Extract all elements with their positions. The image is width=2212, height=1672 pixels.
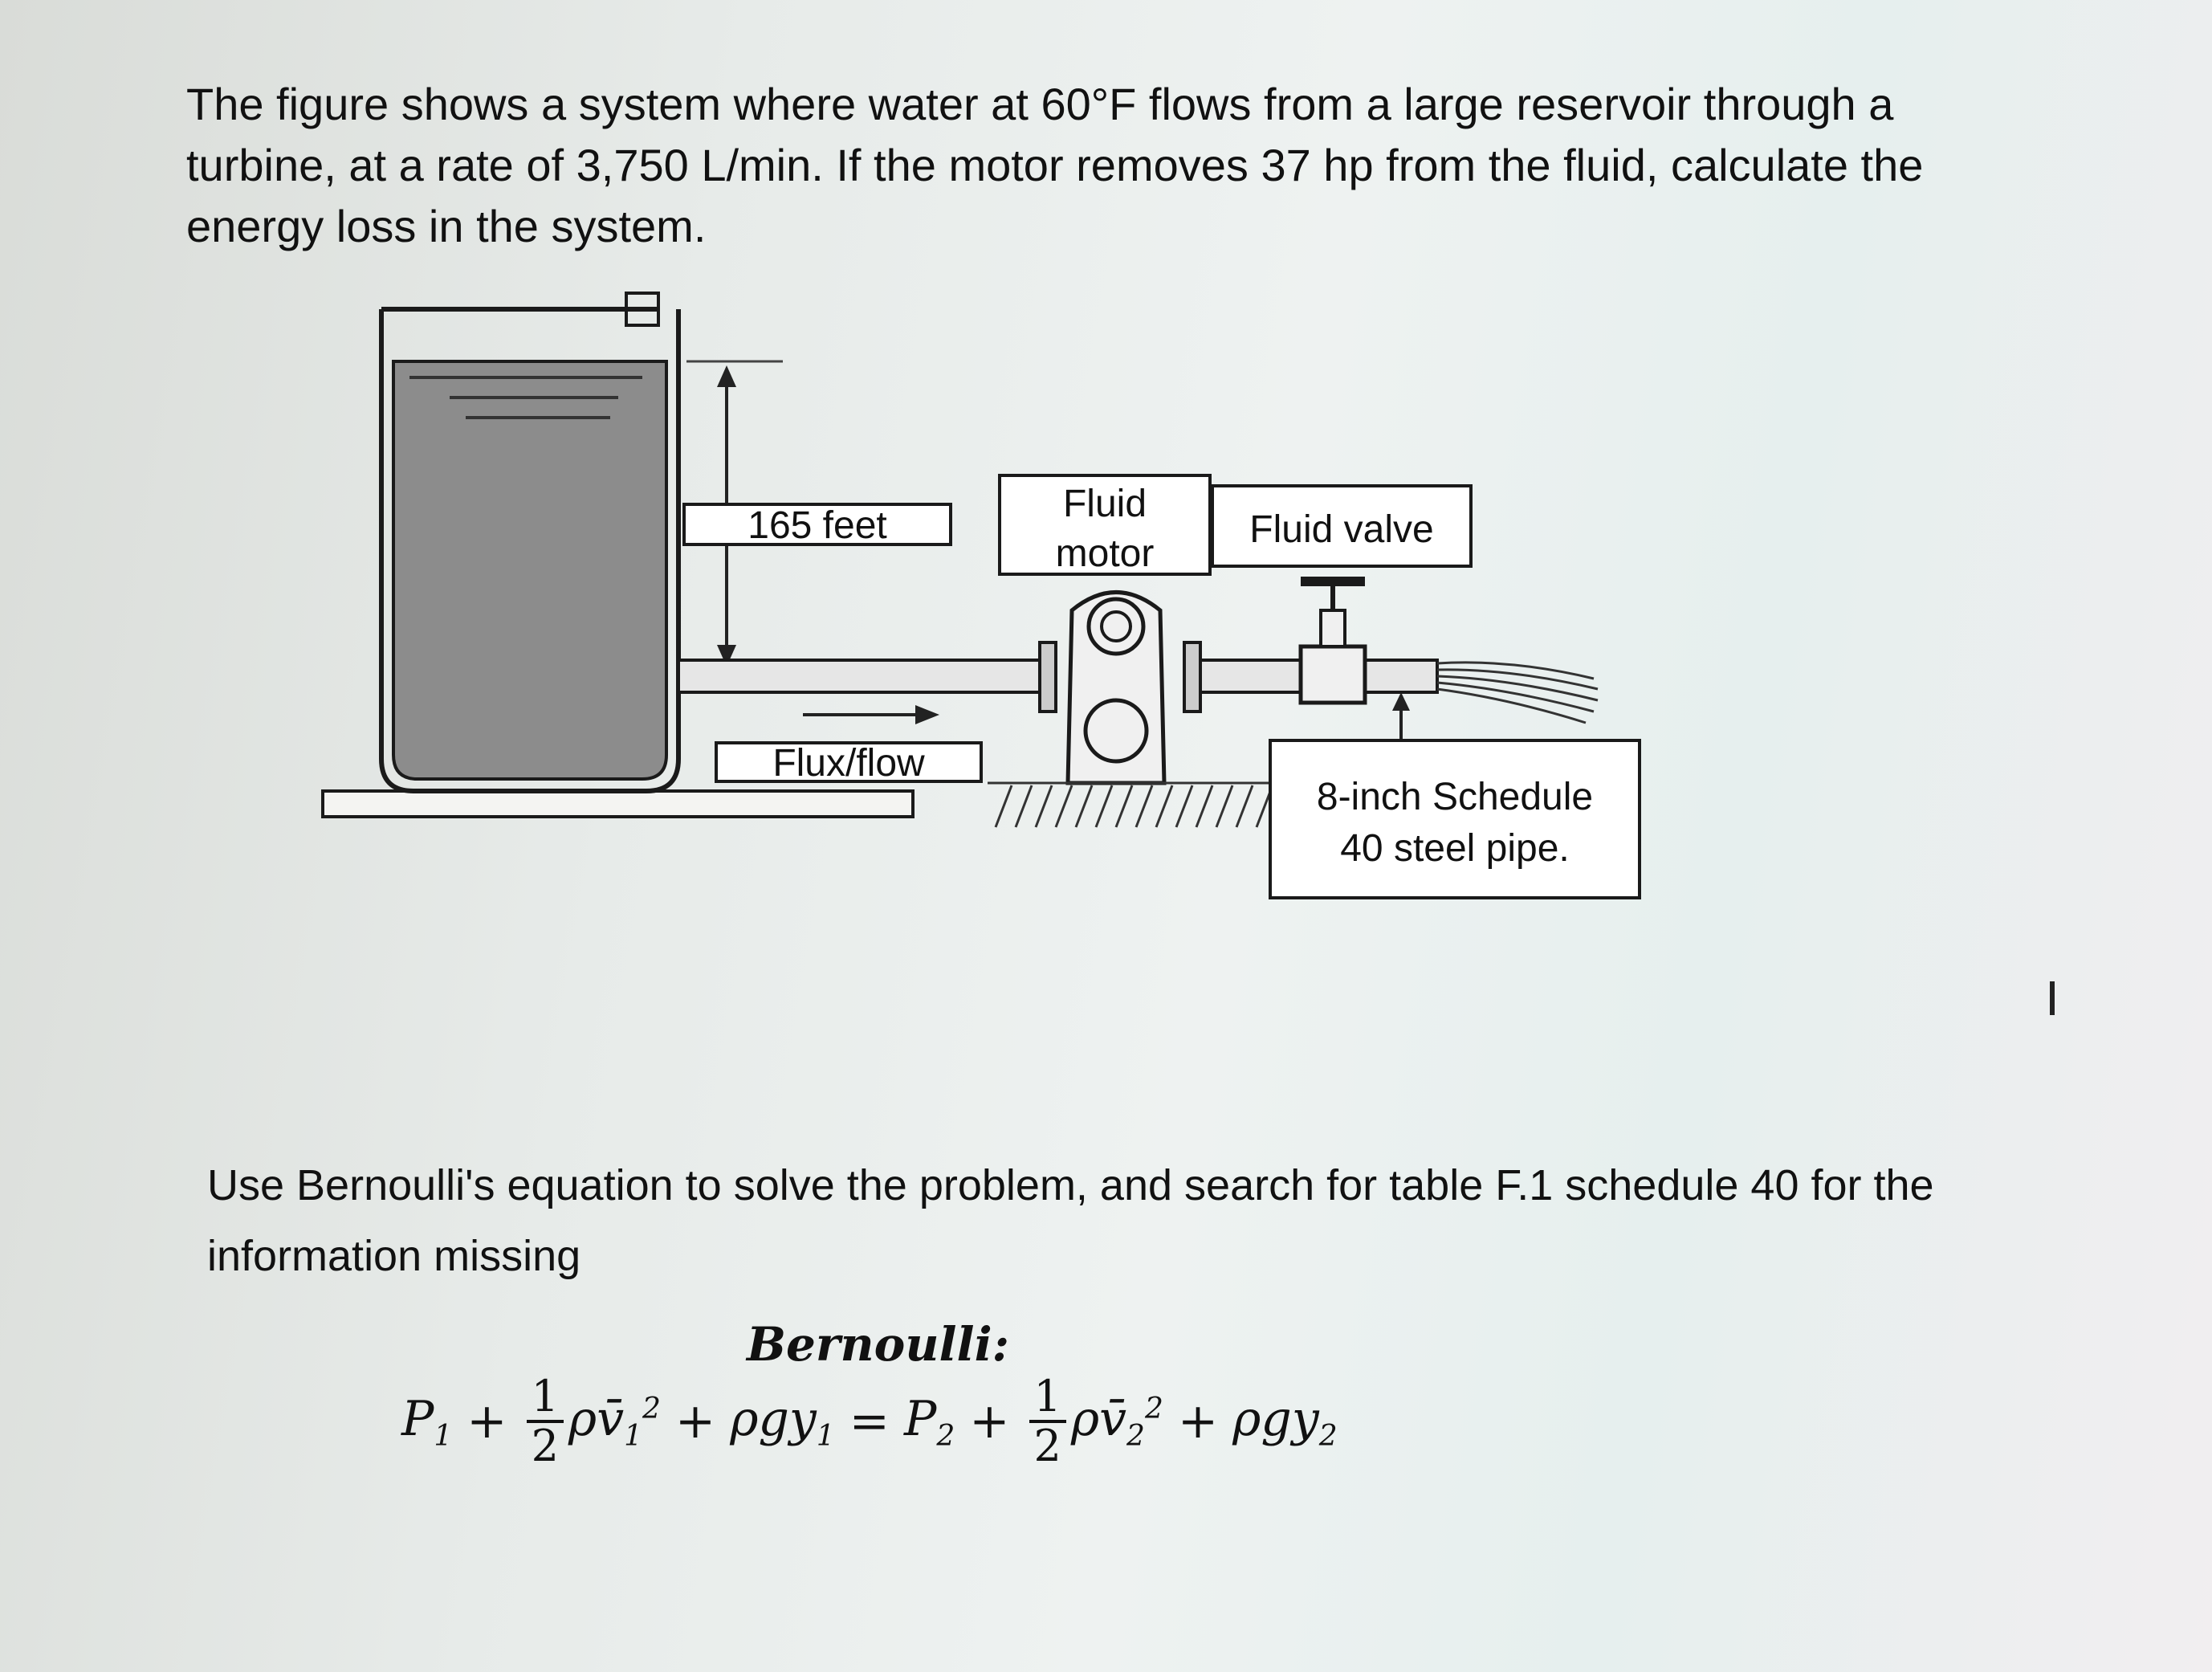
pipe-pointer-arrow (1392, 692, 1410, 739)
p1-symbol: P1 (401, 1390, 453, 1453)
outlet-pipe (677, 641, 1439, 713)
fluid-valve (1298, 577, 1367, 705)
motor-label-line1: Fluid (1063, 483, 1147, 525)
valve-label: Fluid valve (1249, 508, 1433, 551)
p2-symbol: P2 (903, 1390, 955, 1453)
reservoir-base (321, 789, 915, 818)
height-label: 165 feet (748, 504, 886, 547)
flow-label: Flux/flow (772, 742, 925, 785)
kinetic-term-right: ρv̄22 (1070, 1390, 1163, 1453)
motor-label-line2: motor (1056, 532, 1155, 575)
text-cursor-icon (2050, 981, 2055, 1015)
reservoir-tank (379, 292, 681, 793)
equation-title: Bernoulli: (747, 1317, 1010, 1372)
instruction-text: Use Bernoulli's equation to solve the pr… (207, 1161, 1934, 1280)
potential-term-left: ρgy1 (730, 1390, 835, 1453)
pipe-label-line1: 8-inch Schedule (1317, 776, 1593, 818)
pipe-label-line2: 40 steel pipe. (1340, 827, 1570, 870)
discharge-spray (1436, 661, 1599, 724)
problem-statement: The figure shows a system where water at… (186, 79, 1924, 251)
flow-arrow (803, 705, 939, 724)
potential-term-right: ρgy2 (1232, 1390, 1338, 1453)
fluid-motor (1065, 590, 1167, 785)
ground-hatch (988, 781, 1277, 828)
kinetic-term-left: ρv̄12 (568, 1390, 661, 1453)
